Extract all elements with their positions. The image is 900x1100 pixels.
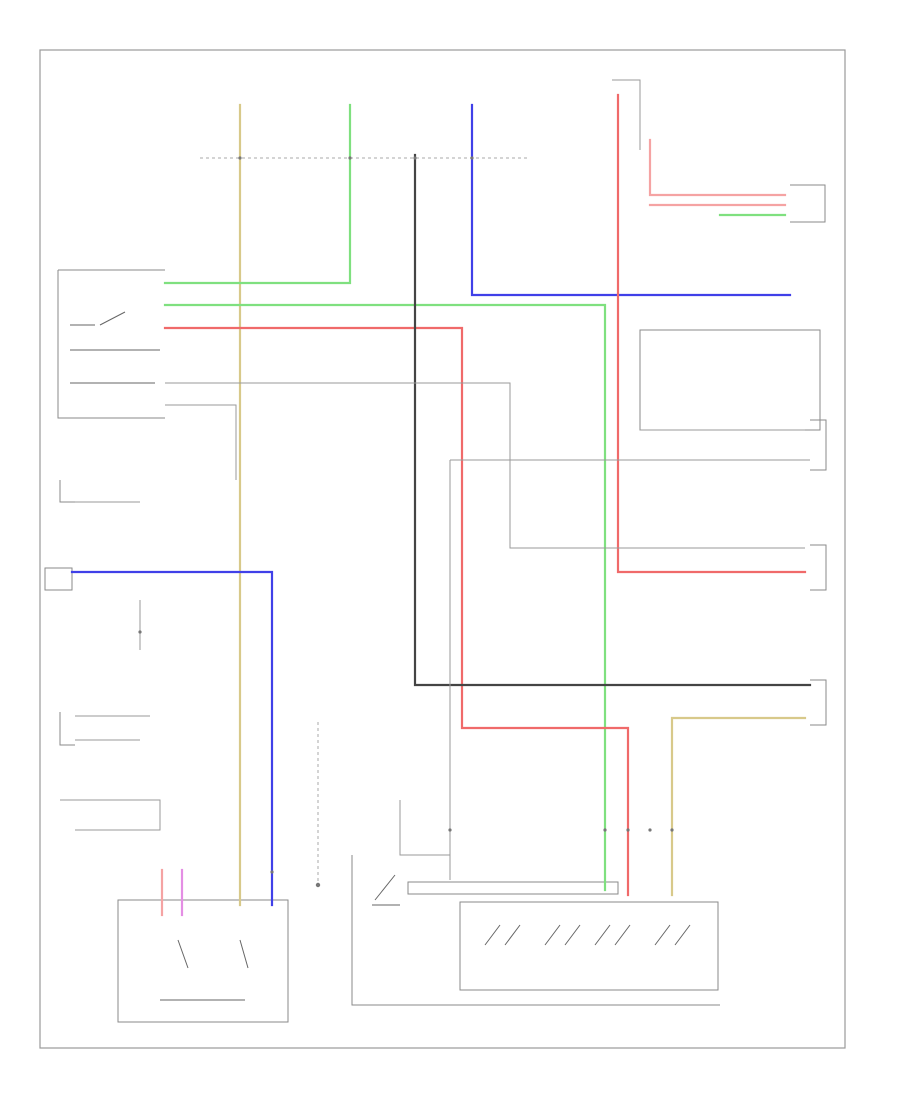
module-left-blue xyxy=(44,567,73,591)
pin xyxy=(626,828,630,832)
pin xyxy=(648,828,652,832)
wire-gray-10 xyxy=(612,79,641,150)
wire-gray-4 xyxy=(165,404,237,480)
switch-group-2 xyxy=(544,924,581,946)
pin xyxy=(270,870,274,874)
pin xyxy=(348,156,352,160)
connector-pins xyxy=(138,156,674,888)
wire-gray-8 xyxy=(60,799,161,831)
wire-black-main xyxy=(413,153,812,687)
switch-washer-1 xyxy=(177,939,249,969)
wire-gray-2 xyxy=(165,382,805,549)
wiper-bus-bar xyxy=(407,881,619,895)
wire-yellow-right xyxy=(670,716,807,897)
wire-blue-left xyxy=(70,570,274,907)
pin xyxy=(413,156,417,160)
pin xyxy=(238,156,242,160)
pin xyxy=(603,828,607,832)
wires xyxy=(70,93,812,917)
switch-group-1 xyxy=(484,924,521,946)
wire-green-long xyxy=(163,303,607,892)
pin xyxy=(138,630,142,634)
pin xyxy=(315,882,321,888)
wire-red-right xyxy=(616,93,807,574)
connector-right-2 xyxy=(810,544,827,591)
wire-pink-right xyxy=(648,138,787,207)
relay-box-right-top xyxy=(790,184,826,223)
switch-symbols xyxy=(70,311,691,1001)
wire-gray-7 xyxy=(75,715,150,741)
connector-left-1 xyxy=(59,480,75,503)
connector-left-2 xyxy=(59,712,75,746)
switch-group-3 xyxy=(594,924,631,946)
pin xyxy=(448,828,452,832)
pin xyxy=(670,828,674,832)
switch-group-4 xyxy=(654,924,691,946)
switch-comb-1 xyxy=(70,311,160,384)
sensor-box xyxy=(639,329,821,431)
pin xyxy=(470,156,474,160)
connector-right-3 xyxy=(810,679,827,726)
combination-switch-box xyxy=(57,269,165,419)
wire-blue-top xyxy=(470,103,792,297)
wire-gray-1 xyxy=(449,459,810,880)
switch-wiper-main xyxy=(372,874,400,906)
wire-gray-9 xyxy=(399,800,450,856)
windshield-wiper-switch-assembly xyxy=(351,855,720,1006)
thin-wires xyxy=(60,79,810,880)
washer-motor-assembly xyxy=(117,899,289,1023)
wiper-switch-panel xyxy=(459,901,719,991)
wire-red-main xyxy=(163,326,630,897)
connector-right-1 xyxy=(810,419,827,471)
wire-green-top xyxy=(163,103,352,285)
diagram-frame xyxy=(39,49,846,1049)
